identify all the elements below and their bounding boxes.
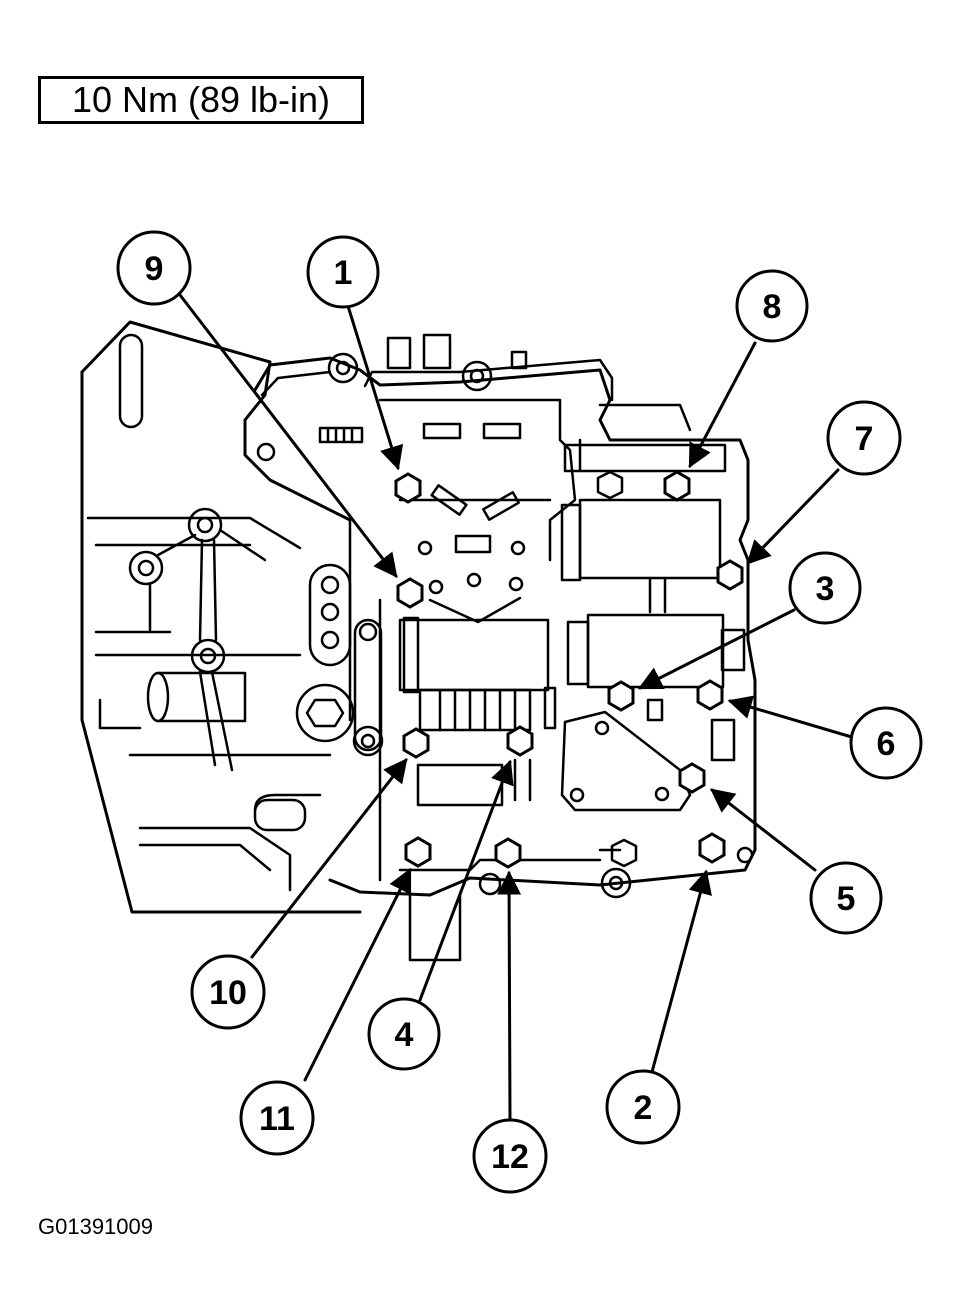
callout-4-label: 4: [395, 1016, 414, 1054]
callout-3: 3: [788, 551, 862, 625]
callout-8: 8: [735, 269, 809, 343]
callout-11-label: 11: [259, 1100, 295, 1138]
leader-lines: [178, 293, 857, 1122]
torque-spec-label: 10 Nm (89 lb-in): [38, 76, 364, 124]
bolt-12: [494, 837, 522, 869]
callout-9: 9: [116, 230, 192, 306]
callout-6: 6: [849, 706, 923, 780]
bolt-11: [404, 836, 432, 868]
callout-2-label: 2: [634, 1089, 653, 1127]
callout-10-label: 10: [209, 974, 247, 1012]
bolt-4: [506, 725, 534, 757]
bolt-6: [696, 679, 724, 711]
bolt-10: [402, 727, 430, 759]
callout-3-label: 3: [816, 570, 835, 608]
bolt-2: [698, 832, 726, 864]
bolt-9: [396, 577, 424, 609]
callout-7-label: 7: [855, 420, 874, 458]
callout-10: 10: [190, 954, 266, 1030]
callout-2: 2: [605, 1069, 681, 1145]
callout-8-label: 8: [763, 288, 782, 326]
callout-5: 5: [809, 861, 883, 935]
bolt-7: [716, 559, 744, 591]
transmission-housing: [80, 320, 362, 914]
callout-12: 12: [472, 1118, 548, 1194]
bolts: [394, 470, 744, 869]
callout-9-label: 9: [145, 250, 164, 288]
figure-id: G01391009: [38, 1214, 153, 1239]
bolt-3: [607, 680, 635, 712]
bolt-8: [663, 470, 691, 502]
callout-6-label: 6: [877, 725, 896, 763]
callout-1: 1: [306, 235, 380, 309]
callout-4: 4: [367, 997, 441, 1071]
callout-12-label: 12: [491, 1138, 529, 1176]
bolt-5: [678, 762, 706, 794]
valve-body: [253, 333, 757, 962]
callout-1-label: 1: [334, 254, 353, 292]
callout-5-label: 5: [837, 880, 856, 918]
callout-11: 11: [239, 1080, 315, 1156]
bolt-1: [394, 472, 422, 504]
callout-7: 7: [826, 400, 902, 476]
